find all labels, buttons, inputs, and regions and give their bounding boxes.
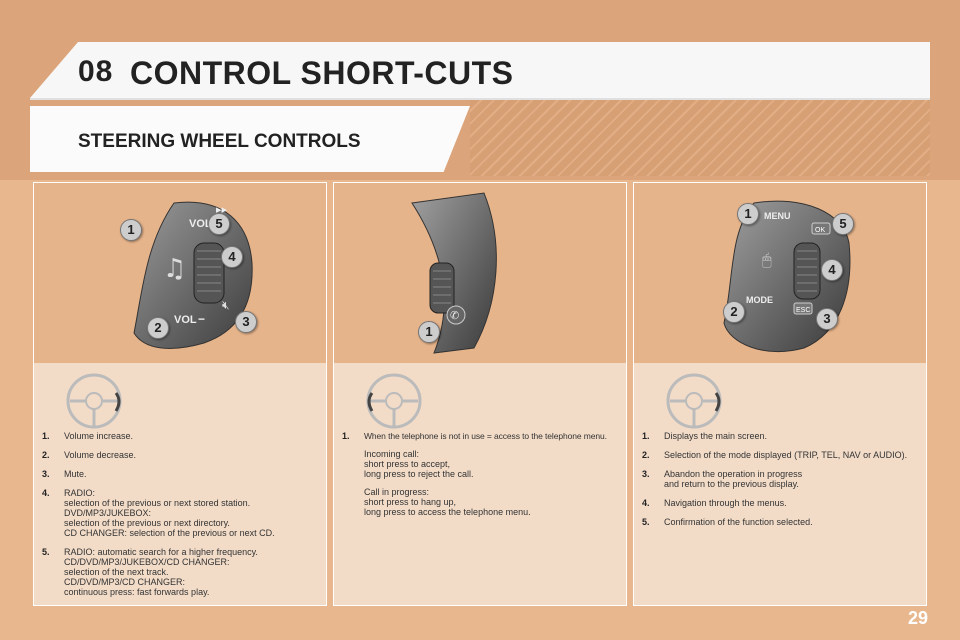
- callout-4: 4: [821, 259, 843, 281]
- svg-text:−: −: [198, 312, 205, 326]
- callout-1: 1: [418, 321, 440, 343]
- callout-5: 5: [208, 213, 230, 235]
- section-bar: [30, 106, 470, 172]
- svg-text:🖱︎: 🖱︎: [762, 251, 772, 269]
- list-item: 5.Confirmation of the function selected.: [642, 517, 813, 527]
- item-list: 1. When the telephone is not in use = ac…: [342, 431, 622, 526]
- panel-audio-controls: ♫ VOL + ▸▸ VOL − 🔇︎ 1 2 3 4 5 1.Volume i…: [33, 182, 327, 606]
- steering-wheel-icon: [66, 373, 122, 429]
- esc-label: ESC: [796, 307, 810, 314]
- section-title: STEERING WHEEL CONTROLS: [78, 131, 361, 152]
- display-control-stalk-illustration: MENU MODE OK ESC 🖱︎: [723, 200, 851, 352]
- hatched-decoration: [470, 100, 930, 176]
- menu-label: MENU: [764, 211, 791, 221]
- list-item: 4.Navigation through the menus.: [642, 498, 787, 508]
- callout-3: 3: [235, 311, 257, 333]
- callout-2: 2: [147, 317, 169, 339]
- chapter-title: CONTROL SHORT-CUTS: [130, 55, 514, 91]
- callout-1: 1: [120, 219, 142, 241]
- item-list: 1.Volume increase. 2.Volume decrease. 3.…: [42, 431, 322, 606]
- list-item: 1.Displays the main screen.: [642, 431, 768, 441]
- steering-wheel-icon: [666, 373, 722, 429]
- svg-text:✆: ✆: [450, 310, 459, 322]
- page-number: 29: [907, 608, 928, 628]
- list-item: 4.RADIO: selection of the previous or ne…: [42, 488, 275, 538]
- panel-telephone-controls: ✆ 1 1. When the telephone is not in use …: [333, 182, 627, 606]
- mode-label: MODE: [746, 295, 773, 305]
- chapter-number: 08: [78, 55, 114, 88]
- steering-wheel-icon: [366, 373, 422, 429]
- panel-display-controls: MENU MODE OK ESC 🖱︎ 1 2 3 4 5 1.Displays…: [633, 182, 927, 606]
- svg-text:♫: ♫: [163, 254, 186, 284]
- vol-up-label: VOL: [189, 218, 212, 230]
- callout-4: 4: [221, 246, 243, 268]
- title-bar: [30, 42, 930, 100]
- svg-text:▸▸: ▸▸: [216, 204, 228, 216]
- item-list: 1.Displays the main screen. 2.Selection …: [642, 431, 922, 536]
- callout-1: 1: [737, 203, 759, 225]
- list-item: 2.Selection of the mode displayed (TRIP,…: [642, 450, 908, 460]
- list-item: 2.Volume decrease.: [42, 450, 137, 460]
- list-item: 1.Volume increase.: [42, 431, 134, 441]
- callout-5: 5: [832, 213, 854, 235]
- list-item: 5.RADIO: automatic search for a higher f…: [42, 547, 258, 597]
- callout-3: 3: [816, 308, 838, 330]
- svg-text:🔇︎: 🔇︎: [222, 298, 230, 312]
- vol-down-label: VOL: [174, 314, 197, 326]
- callout-2: 2: [723, 301, 745, 323]
- list-item: 1. When the telephone is not in use = ac…: [342, 431, 607, 517]
- list-item: 3.Abandon the operation in progress and …: [642, 469, 803, 489]
- ok-label: OK: [815, 227, 825, 234]
- list-item: 3.Mute.: [42, 469, 87, 479]
- audio-control-stalk-illustration: ♫ VOL + ▸▸ VOL − 🔇︎: [133, 201, 253, 349]
- telephone-stalk-illustration: ✆: [411, 192, 497, 354]
